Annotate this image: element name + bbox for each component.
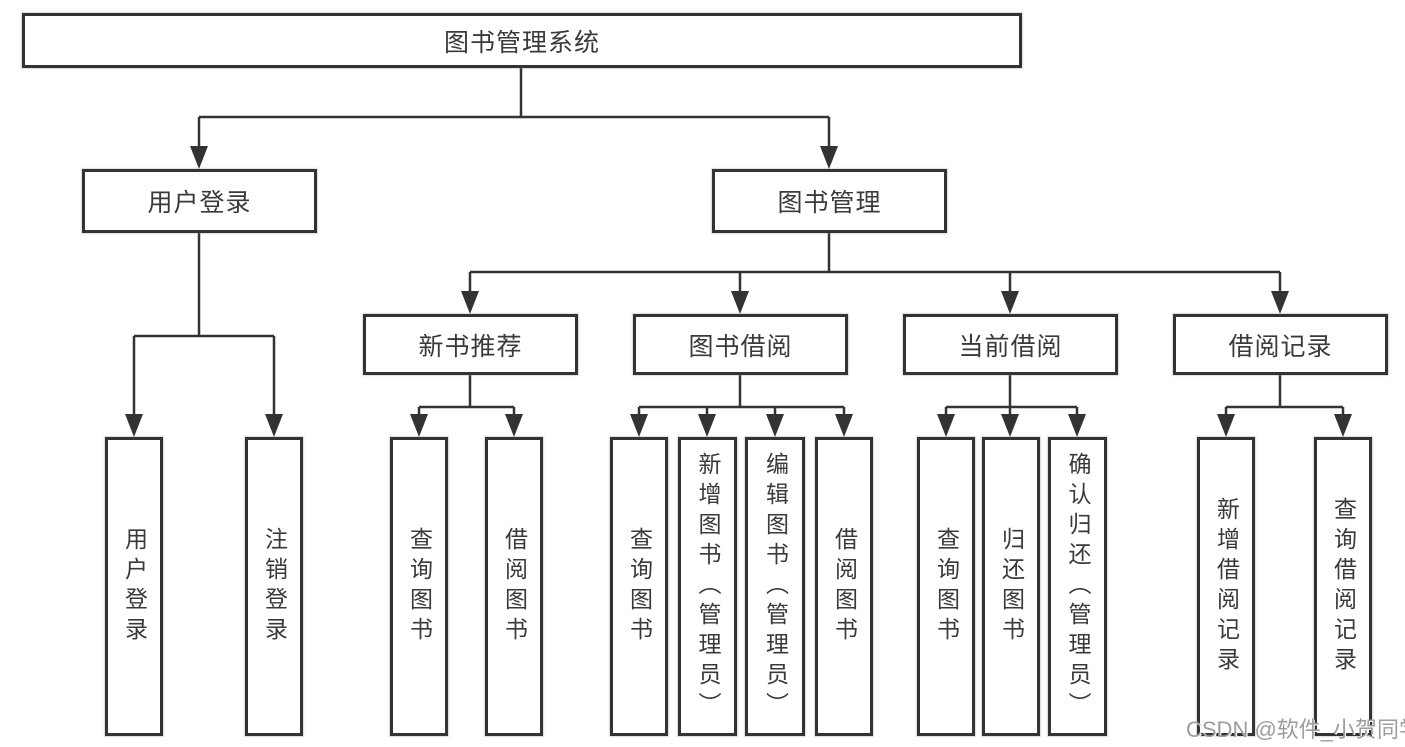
leaf-logout: 注销登录 [245, 437, 303, 736]
leaf-query-books-borrow: 查询图书 [610, 437, 668, 736]
tree-edges [132, 68, 1345, 420]
leaf-query-borrow-record: 查询借阅记录 [1314, 437, 1372, 736]
leaf-borrow-books: 借阅图书 [815, 437, 873, 736]
node-borrow-records: 借阅记录 [1173, 314, 1388, 375]
leaf-add-borrow-record: 新增借阅记录 [1197, 437, 1255, 736]
node-book-management: 图书管理 [712, 169, 947, 233]
csdn-watermark: CSDN @软件_小贺同学 [1186, 717, 1405, 742]
node-current-borrow: 当前借阅 [903, 314, 1118, 375]
leaf-return-book: 归还图书 [982, 437, 1040, 736]
leaf-confirm-return-admin: 确认归还（管理员） [1048, 437, 1107, 736]
leaf-query-books-current: 查询图书 [917, 437, 975, 736]
leaf-borrow-books-recommend: 借阅图书 [485, 437, 543, 736]
leaf-query-books-recommend: 查询图书 [390, 437, 448, 736]
node-book-borrow: 图书借阅 [633, 314, 848, 375]
leaf-add-book-admin: 新增图书（管理员） [678, 437, 737, 736]
leaf-edit-book-admin: 编辑图书（管理员） [745, 437, 805, 736]
node-user-login: 用户登录 [82, 169, 317, 233]
leaf-user-login: 用户登录 [105, 437, 163, 736]
arrowhead-icons [125, 146, 1352, 437]
node-new-book-recommend: 新书推荐 [363, 314, 578, 375]
node-root-system: 图书管理系统 [22, 13, 1022, 68]
